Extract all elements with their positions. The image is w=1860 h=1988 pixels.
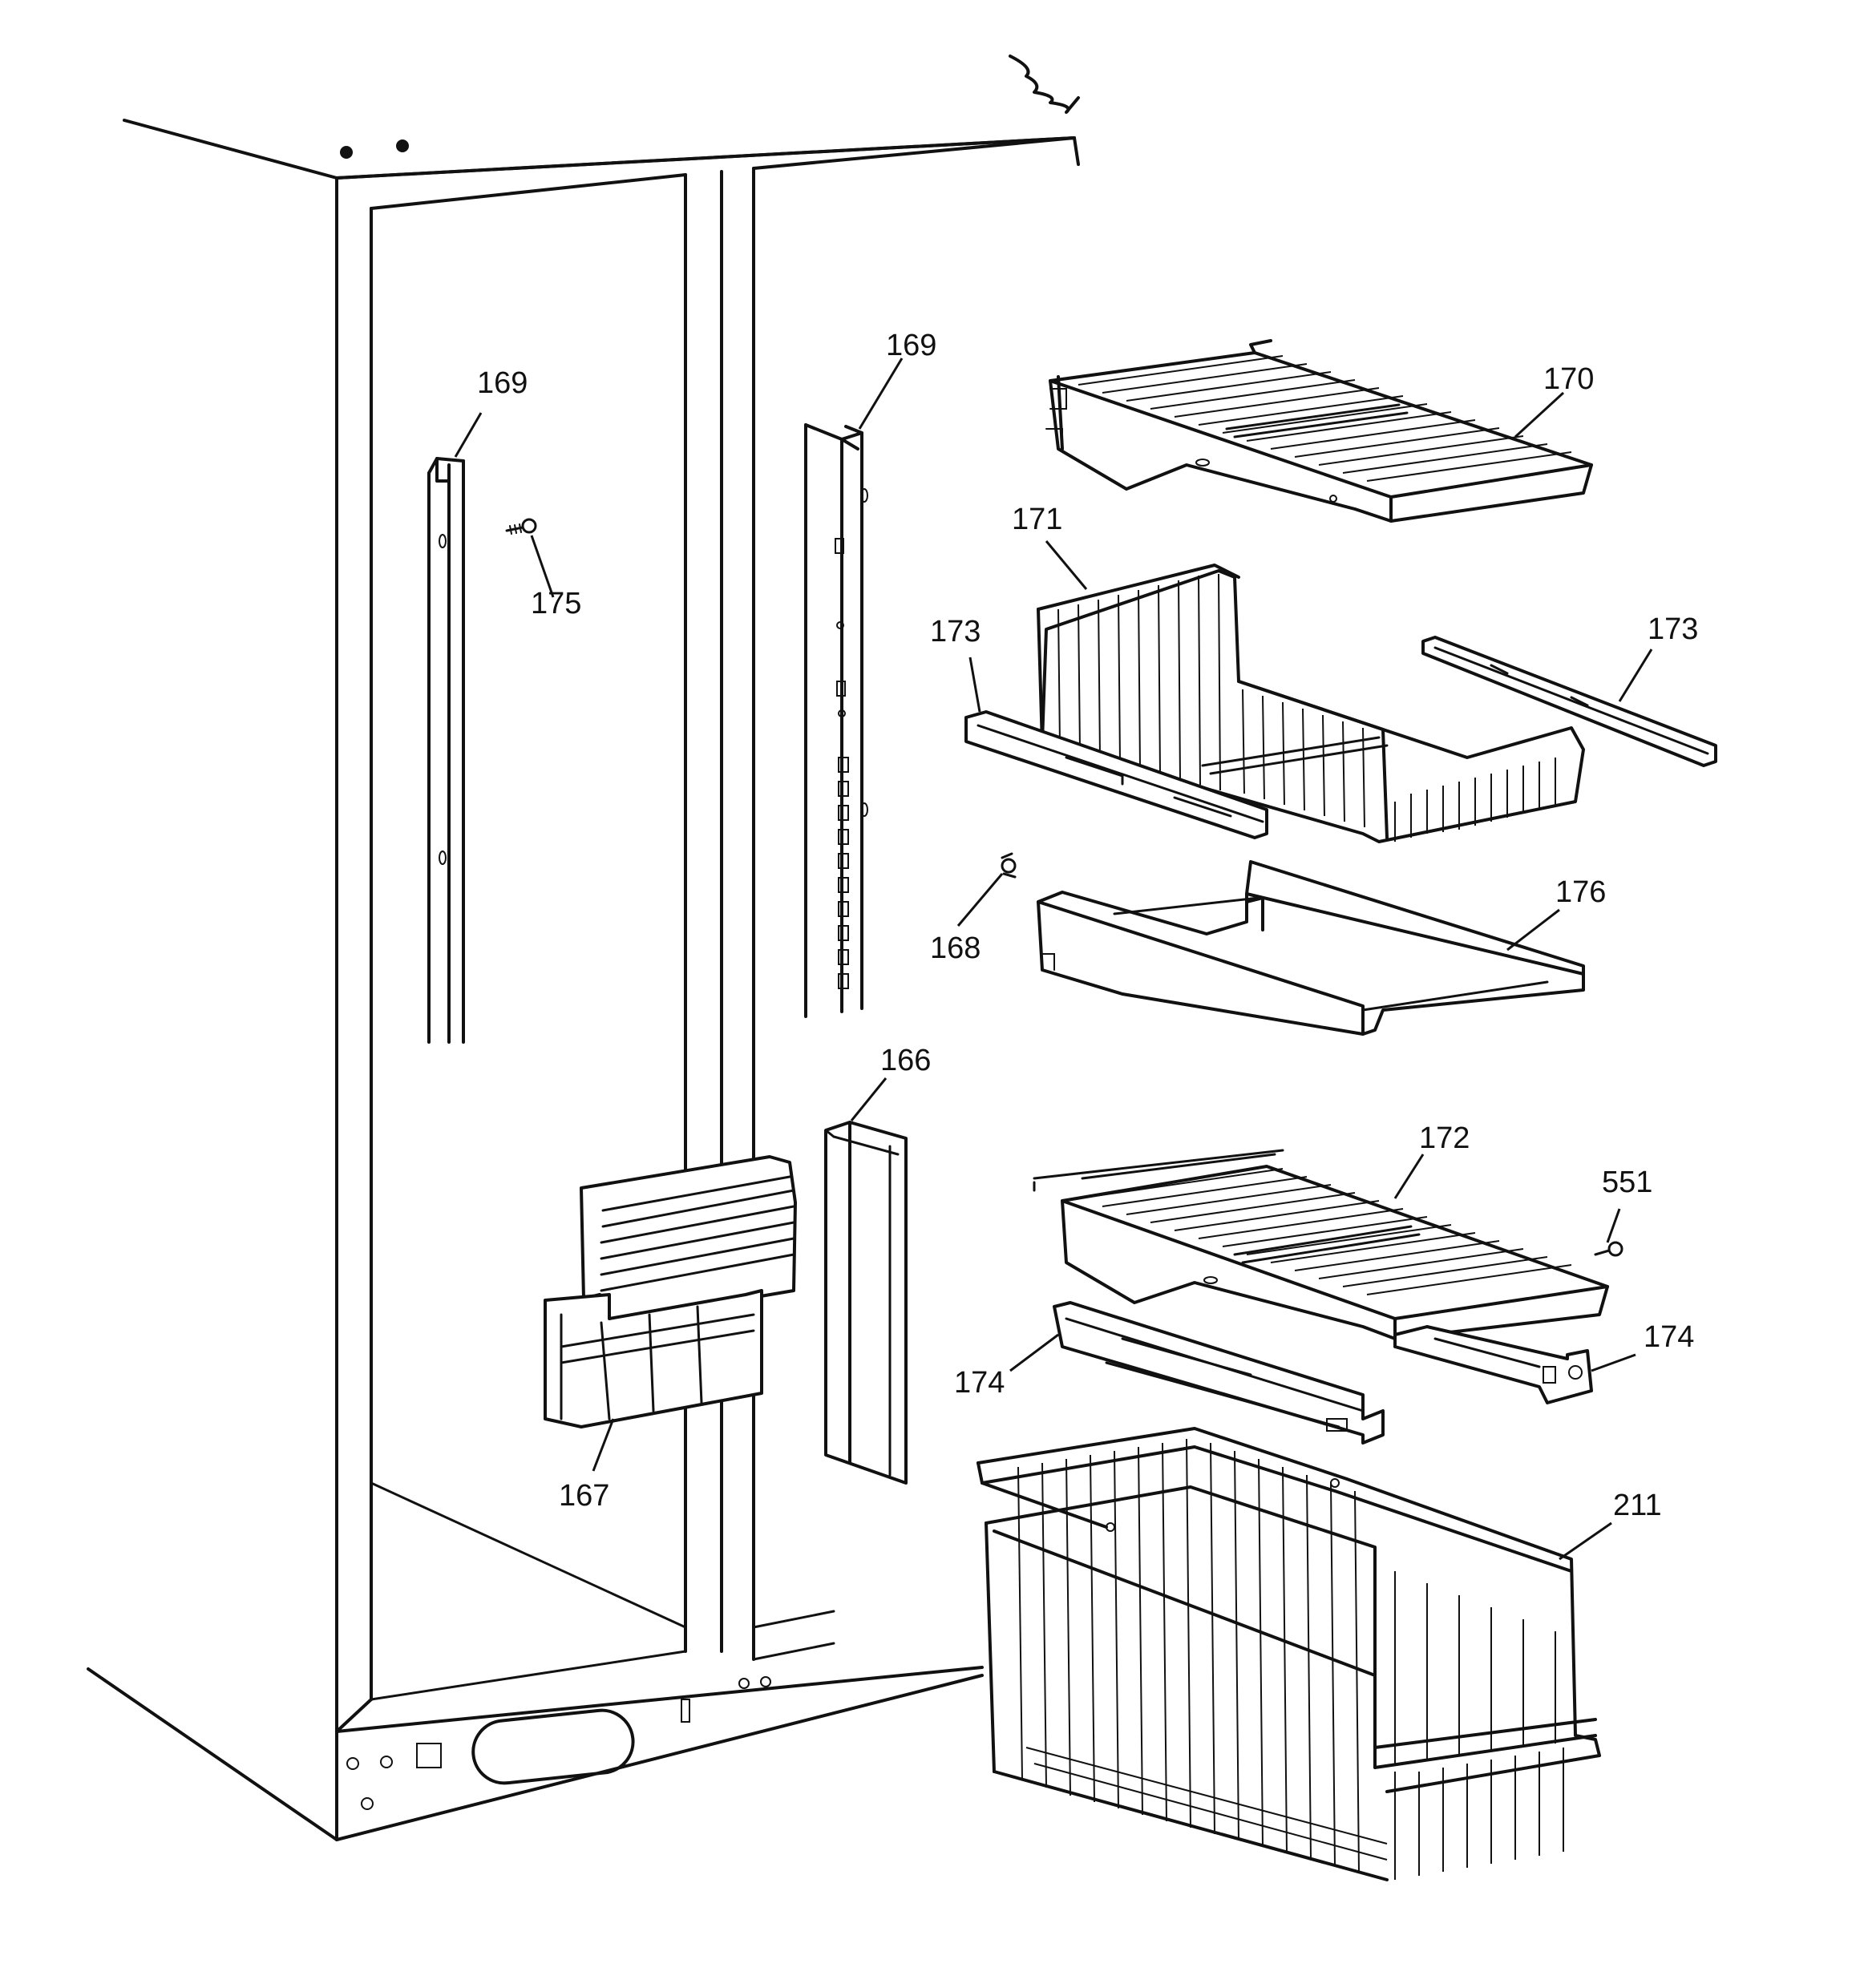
callout-172: 172 <box>1419 1121 1470 1155</box>
callout-173-right: 173 <box>1648 612 1698 646</box>
wire-shelf-170 <box>1045 339 1593 523</box>
callout-174-right: 174 <box>1644 1320 1694 1354</box>
wire-basket-211 <box>976 1427 1601 1881</box>
shelf-support-rail-left <box>427 457 465 1044</box>
drawer-slide-174-left <box>1053 1301 1385 1445</box>
wire-shelf-172 <box>1033 1149 1609 1340</box>
screw-175 <box>505 518 537 535</box>
screw-551 <box>1594 1241 1623 1257</box>
shelf-support-rail-right <box>804 423 868 1018</box>
callout-166: 166 <box>880 1044 931 1077</box>
callout-167: 167 <box>559 1479 609 1513</box>
shelf-slide-173-right <box>1421 636 1717 767</box>
callout-labels: 169 169 170 171 173 173 175 168 176 166 … <box>477 329 1698 1522</box>
cover-166 <box>824 1121 908 1485</box>
callout-175: 175 <box>531 587 581 620</box>
callout-168: 168 <box>930 931 981 965</box>
callout-551: 551 <box>1602 1166 1652 1199</box>
callout-173-left: 173 <box>930 615 981 649</box>
callout-211: 211 <box>1613 1489 1662 1522</box>
shelf-frame-176 <box>1037 860 1585 1036</box>
shelf-slide-173-left <box>964 710 1268 839</box>
drawer-slide-174-right <box>1393 1325 1593 1404</box>
callout-169-right: 169 <box>886 329 936 362</box>
callout-174-left: 174 <box>954 1366 1005 1400</box>
leader-lines <box>454 358 1653 1561</box>
callout-169-left: 169 <box>477 366 528 400</box>
air-diffuser-167 <box>544 1155 797 1428</box>
wire-basket-171 <box>1037 564 1585 843</box>
callout-170: 170 <box>1543 362 1594 396</box>
callout-176: 176 <box>1555 875 1606 909</box>
callout-171: 171 <box>1012 503 1062 536</box>
screw-168 <box>1001 852 1017 879</box>
